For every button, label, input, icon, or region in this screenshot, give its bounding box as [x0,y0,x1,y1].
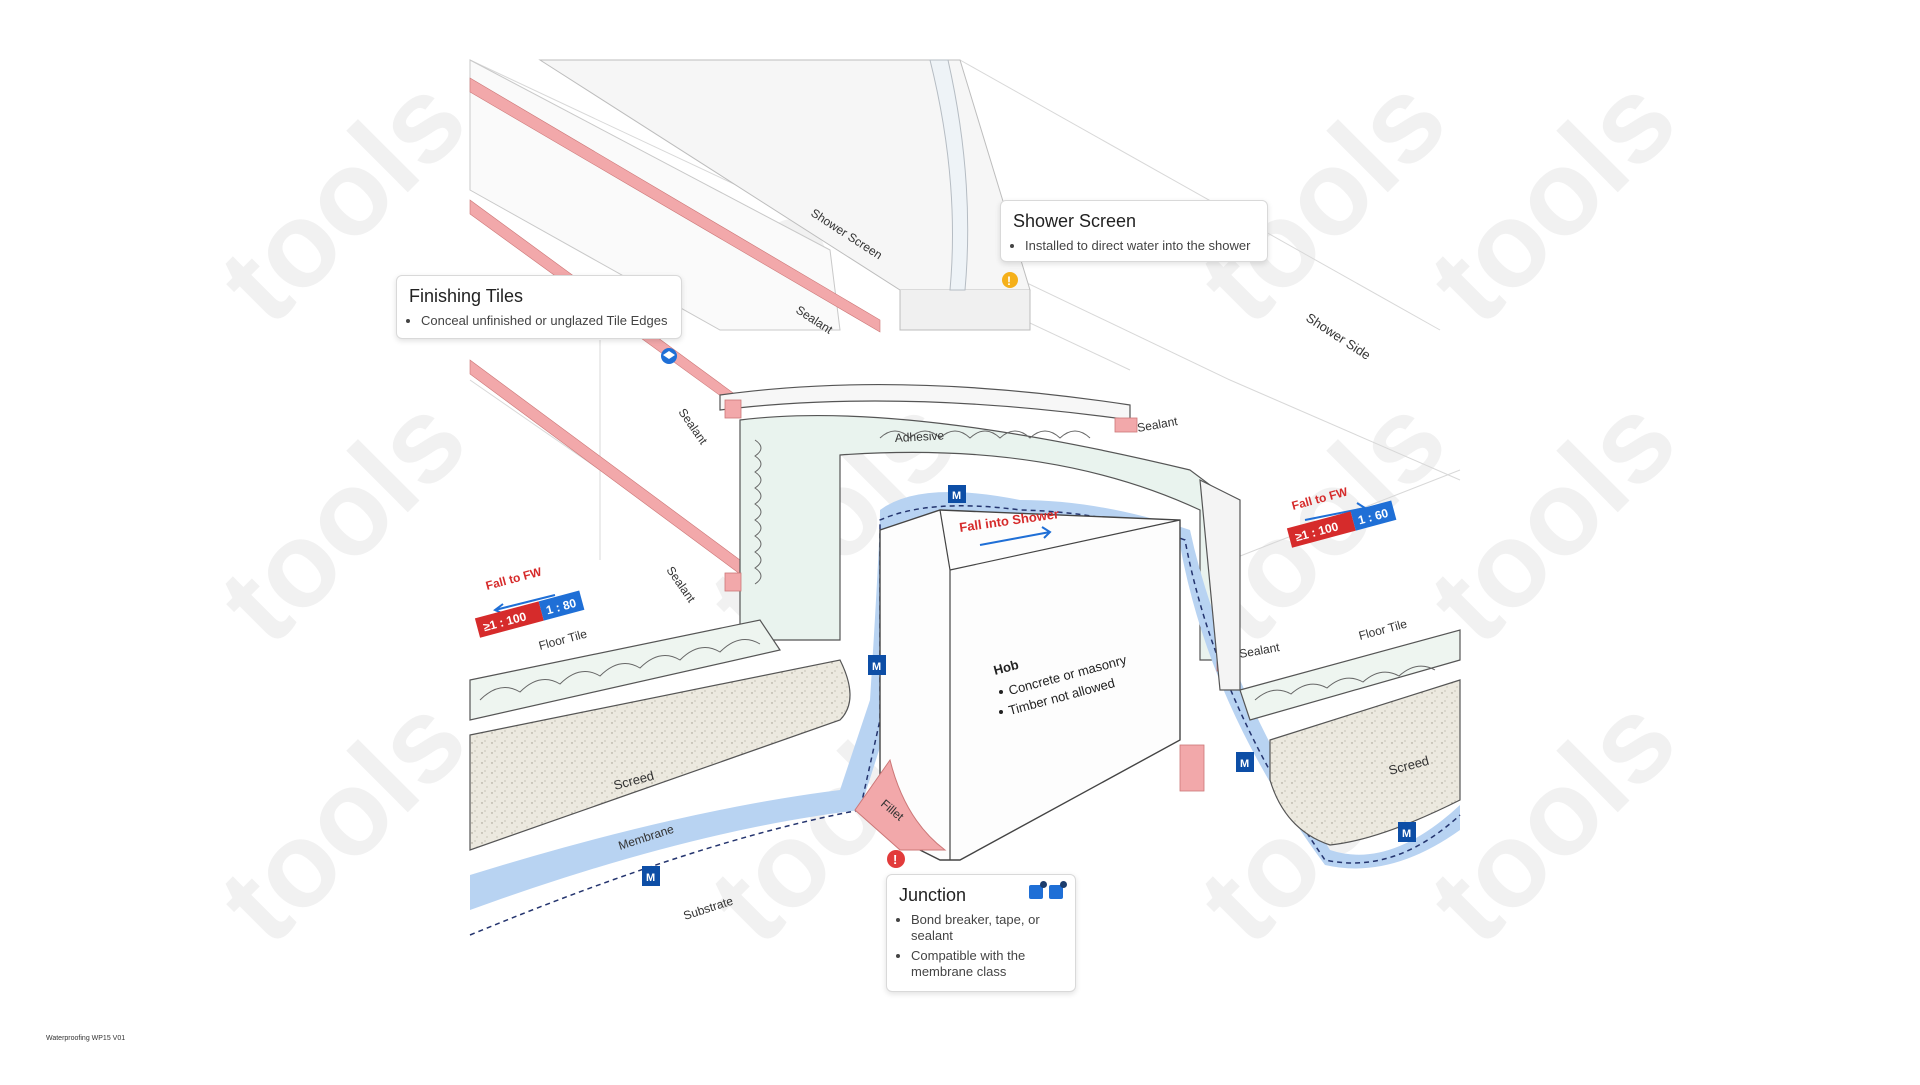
svg-text:!: ! [1007,274,1011,288]
shower-screen-rail [538,59,1031,331]
svg-text:M: M [646,872,655,884]
fall-to-fw-left-label: Fall to FW [484,564,544,593]
m-badge: M [1398,822,1416,842]
junction-callout[interactable]: Junction Bond breaker, tape, or sealant … [886,874,1076,992]
floor-tile-right-label: Floor Tile [1357,617,1409,643]
graduation-cap-icon[interactable] [661,348,677,364]
sealant-left-upper-label: Sealant [676,406,711,448]
svg-text:M: M [1240,758,1249,770]
shower-side-label: Shower Side [1303,310,1373,363]
svg-text:M: M [1402,828,1411,840]
floor-tile-left-label: Floor Tile [537,627,589,653]
sealant-right-upper-label: Sealant [1136,414,1179,435]
ratio-min-right-bg [1286,511,1356,548]
junction-badges [1029,881,1067,899]
svg-text:!: ! [893,852,897,867]
membrane-badges: M M M M M [642,485,1416,886]
m-badge: M [868,655,886,675]
ratio-alt-right-bg [1350,500,1397,531]
hob-bullet-dot [999,690,1003,694]
svg-text:M: M [952,490,961,502]
image-icon[interactable] [1049,881,1067,899]
m-badge: M [642,866,660,886]
adhesive-label: Adhesive [894,428,944,445]
m-badge: M [1236,752,1254,772]
finishing-tiles-callout[interactable]: Finishing Tiles Conceal unfinished or un… [396,275,682,339]
shower-screen-callout-list: Installed to direct water into the showe… [1013,238,1255,254]
ratio-min-left-bg [474,601,544,638]
alert-icon[interactable]: ! [887,850,905,868]
shower-screen-callout-title: Shower Screen [1013,211,1137,231]
junction-callout-bullet: Compatible with the membrane class [911,948,1063,980]
hob-title: Hob [992,657,1020,678]
fall-into-shower-arrow [979,526,1052,546]
m-badge: M [948,485,966,503]
hob-bullet-dot [999,710,1003,714]
finishing-tiles-callout-list: Conceal unfinished or unglazed Tile Edge… [409,313,669,329]
ratio-alt-left-bg [538,590,585,621]
right-floor-assembly [1199,478,1461,846]
shower-screen-callout-bullet: Installed to direct water into the showe… [1025,238,1255,254]
watermark-text: tools [1404,371,1701,668]
junction-callout-list: Bond breaker, tape, or sealant Compatibl… [899,912,1063,980]
left-floor-assembly [469,619,851,851]
document-icon[interactable] [1029,881,1047,899]
fillet [854,758,947,851]
junction-callout-title: Junction [899,885,967,905]
finishing-tiles-callout-bullet: Conceal unfinished or unglazed Tile Edge… [421,313,669,329]
warning-icon[interactable]: ! [1002,272,1018,288]
footer-caption: Waterproofing WP15 V01 [46,1035,126,1042]
watermark-text: tools [194,671,491,968]
watermark-text: tools [1404,51,1701,348]
fall-indicator-left: Fall to FW ≥1 : 100 1 : 80 [474,564,585,638]
junction-callout-bullet: Bond breaker, tape, or sealant [911,912,1063,944]
svg-text:M: M [872,661,881,673]
shower-screen-callout[interactable]: Shower Screen Installed to direct water … [1000,200,1268,262]
watermark-text: tools [194,371,491,668]
finishing-tiles-callout-title: Finishing Tiles [409,286,524,306]
